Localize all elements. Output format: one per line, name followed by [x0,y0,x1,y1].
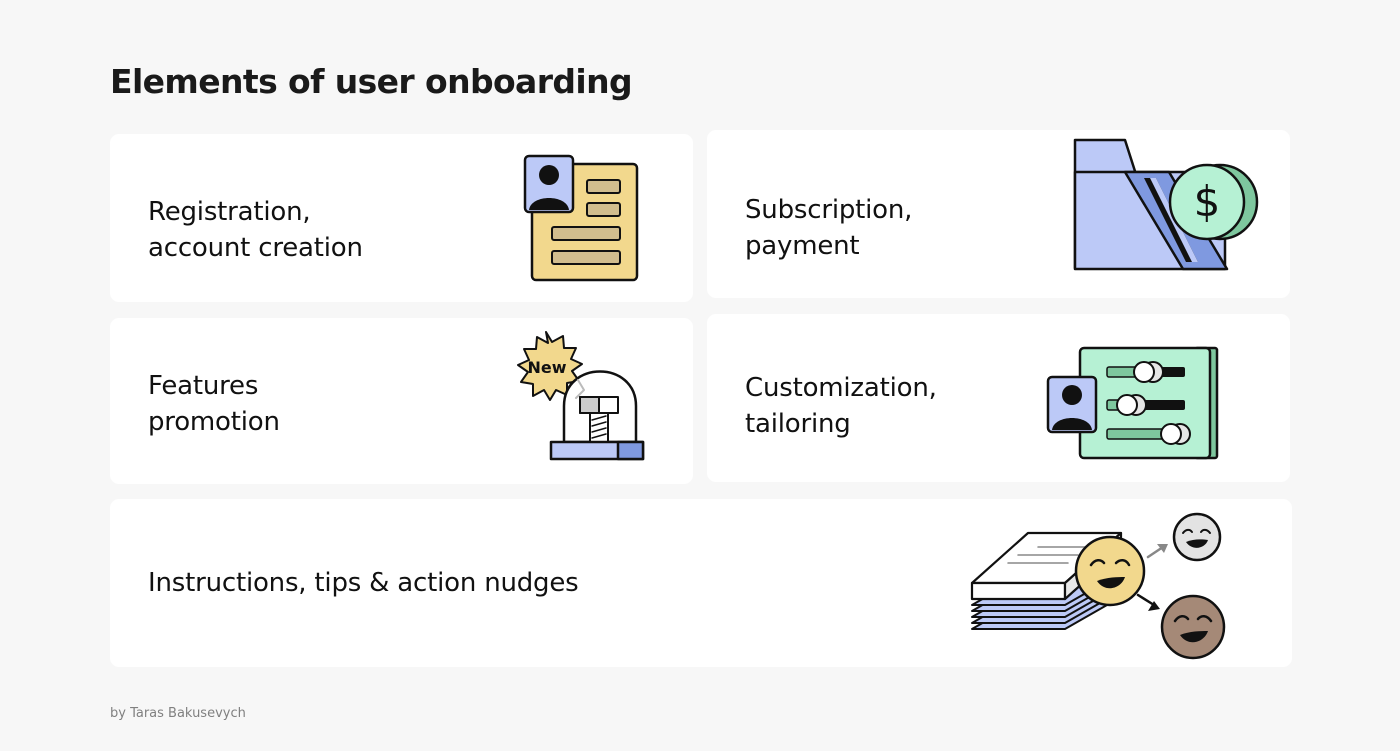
docs-nudge-faces-icon [970,512,1226,660]
card-features-promotion: Features promotion New [110,318,693,484]
card-label-features-promotion: Features promotion [148,371,280,437]
svg-text:$: $ [1194,177,1221,226]
card-registration: Registration, account creation [110,134,693,302]
card-label-subscription: Subscription, payment [745,195,913,261]
card-subscription: Subscription, payment $ [707,130,1290,298]
card-label-customization: Customization, tailoring [745,373,937,439]
card-payment-icon: $ [1073,138,1259,271]
card-label-instructions: Instructions, tips & action nudges [148,568,579,598]
card-instructions: Instructions, tips & action nudges [110,499,1292,667]
profile-form-icon [523,154,639,282]
page-title: Elements of user onboarding [110,62,633,101]
author-credit: by Taras Bakusevych [110,706,246,721]
new-feature-dome-icon: New [517,331,645,461]
settings-sliders-icon [1046,346,1219,460]
new-badge-text: New [527,358,566,377]
card-customization: Customization, tailoring [707,314,1290,482]
card-label-registration: Registration, account creation [148,197,363,263]
